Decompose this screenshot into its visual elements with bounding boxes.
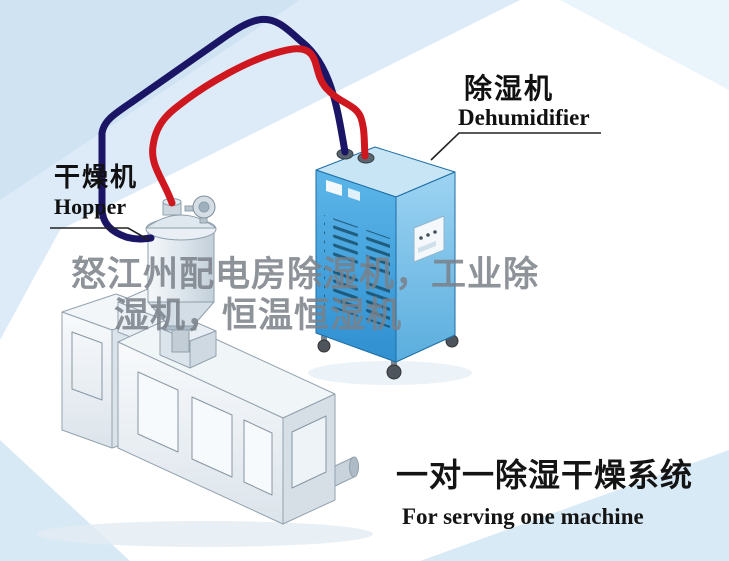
- dehumidifier-label-zh: 除湿机: [464, 73, 555, 104]
- ground-shadows: [37, 361, 472, 547]
- caption-zh: 一对一除湿干燥系统: [396, 457, 694, 493]
- hopper-leader-line: [50, 227, 150, 241]
- dehumidifier-label: 除湿机 Dehumidifier: [458, 74, 590, 131]
- dehumidifier-illustration: [315, 146, 459, 380]
- caption-en: For serving one machine: [402, 504, 644, 529]
- red-hose: [149, 45, 369, 207]
- dehumidifier-label-en: Dehumidifier: [458, 105, 590, 131]
- dehumidifier-leader-line: [430, 132, 601, 161]
- hopper-label-en: Hopper: [54, 194, 127, 220]
- leader-lines: [50, 132, 601, 241]
- hopper-label-zh: 干燥机: [54, 162, 139, 192]
- hoses: [98, 15, 369, 243]
- watermark-line-2: 湿机，恒温恒湿机: [114, 296, 403, 335]
- caption: 一对一除湿干燥系统 For serving one machine: [396, 450, 693, 530]
- watermark-line-1: 怒江州配电房除湿机，工业除: [71, 255, 540, 294]
- hopper-label: 干燥机 Hopper: [54, 162, 139, 220]
